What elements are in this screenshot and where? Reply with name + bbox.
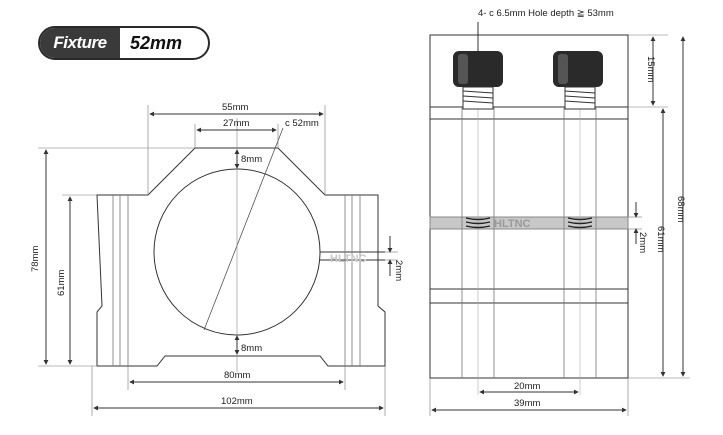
front-dim-27: 27mm [223, 118, 249, 129]
side-hole-note: 4- c 6.5mm Hole depth ≧ 53mm [478, 8, 614, 19]
front-dim-2: 2mm [393, 260, 404, 281]
front-dim-8-top: 8mm [241, 154, 262, 165]
side-dim-2: 2mm [637, 232, 648, 253]
front-dim-80: 80mm [224, 370, 250, 381]
side-dim-20: 20mm [514, 381, 540, 392]
bolt-left [453, 51, 503, 110]
side-dim-61: 61mm [655, 226, 666, 252]
front-dim-78: 78mm [30, 246, 41, 272]
front-dim-dia: c 52mm [285, 118, 319, 129]
side-dim-15: 15mm [645, 56, 656, 82]
front-dim-61: 61mm [56, 270, 67, 296]
fixture-badge: Fixture 52mm [38, 26, 210, 60]
front-dim-55: 55mm [222, 102, 248, 113]
front-dim-8-bot: 8mm [241, 343, 262, 354]
front-view [38, 105, 398, 416]
front-watermark: HLTNC [330, 253, 367, 265]
badge-value: 52mm [130, 32, 183, 53]
side-watermark: HLTNC [494, 218, 531, 230]
badge-label: Fixture [40, 28, 120, 58]
side-dim-68: 68mm [675, 196, 686, 222]
bolt-right [553, 51, 603, 110]
side-dim-39: 39mm [514, 398, 540, 409]
front-dim-102: 102mm [221, 396, 253, 407]
